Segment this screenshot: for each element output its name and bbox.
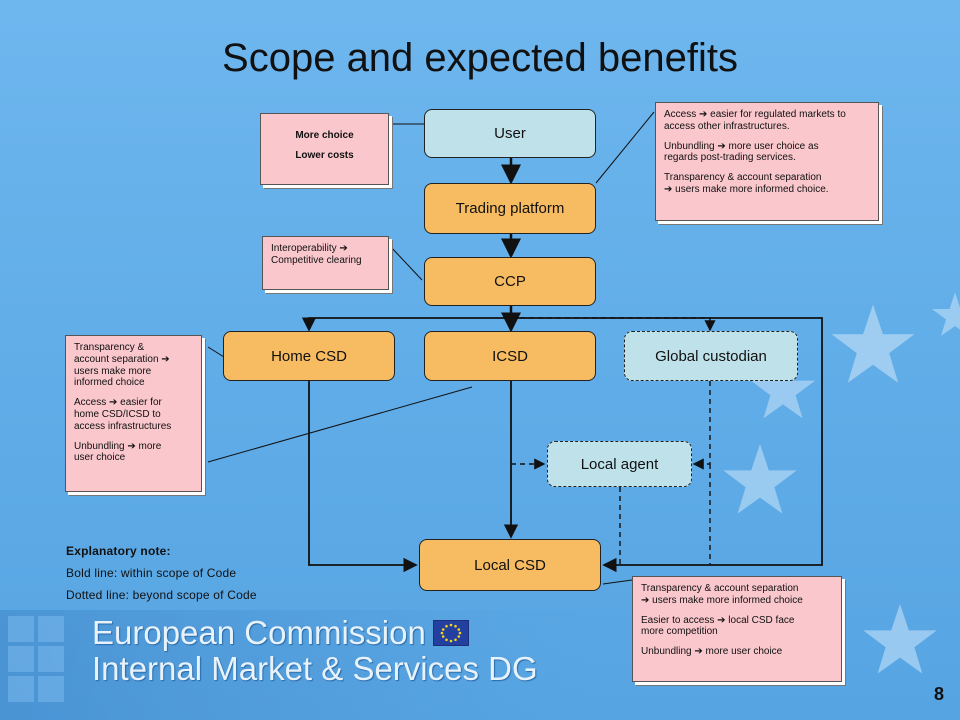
note-line: Unbundling ➔ more user choice as regards… (664, 140, 819, 164)
note-line: Transparency & account separation ➔ user… (641, 583, 803, 606)
note-trading-benefits: Access ➔ easier for regulated markets to… (655, 102, 879, 221)
note-line: Access ➔ easier for home CSD/ICSD to acc… (74, 397, 172, 432)
bold-line-legend: Bold line: within scope of Code (66, 566, 237, 580)
node-trading-platform: Trading platform (424, 183, 596, 234)
note-line: Unbundling ➔ more user choice (74, 440, 162, 464)
explanatory-heading: Explanatory note: (66, 544, 171, 558)
page-number: 8 (933, 684, 944, 704)
note-line: Access ➔ easier for regulated markets to… (664, 109, 846, 132)
note-local-csd-benefits: Transparency & account separation ➔ user… (632, 576, 842, 682)
star-icon (723, 444, 797, 514)
star-icon (750, 357, 816, 419)
eu-flag-icon (433, 620, 469, 646)
dotted-line-legend: Dotted line: beyond scope of Code (66, 588, 257, 602)
node-home-csd: Home CSD (223, 331, 395, 381)
star-icon (863, 604, 937, 674)
footer-line-1: European Commission (92, 614, 426, 651)
node-global-custodian: Global custodian (624, 331, 798, 381)
node-icsd: ICSD (424, 331, 596, 381)
note-line: Interoperability ➔ Competitive clearing (271, 243, 362, 266)
note-line: Unbundling ➔ more user choice (641, 646, 783, 658)
slide-title: Scope and expected benefits (222, 36, 738, 80)
note-user-benefits: More choice Lower costs (260, 113, 389, 185)
node-user: User (424, 109, 596, 158)
footer-line-2: Internal Market & Services DG (92, 650, 538, 687)
star-icon (831, 304, 915, 383)
node-local-agent: Local agent (547, 441, 692, 487)
note-line: Easier to access ➔ local CSD face more c… (641, 614, 795, 638)
note-line: More choice (295, 130, 354, 141)
node-local-csd: Local CSD (419, 539, 601, 591)
node-ccp: CCP (424, 257, 596, 306)
note-line: Transparency & account separation ➔ user… (74, 342, 170, 389)
footer-banner (0, 610, 620, 720)
note-csd-benefits: Transparency & account separation ➔ user… (65, 335, 202, 492)
note-ccp-benefits: Interoperability ➔ Competitive clearing (262, 236, 389, 290)
star-icon (932, 292, 960, 336)
explanatory-note: Explanatory note: Bold line: within scop… (66, 544, 257, 610)
note-line: Lower costs (295, 149, 354, 161)
note-line: Transparency & account separation ➔ user… (664, 172, 829, 195)
